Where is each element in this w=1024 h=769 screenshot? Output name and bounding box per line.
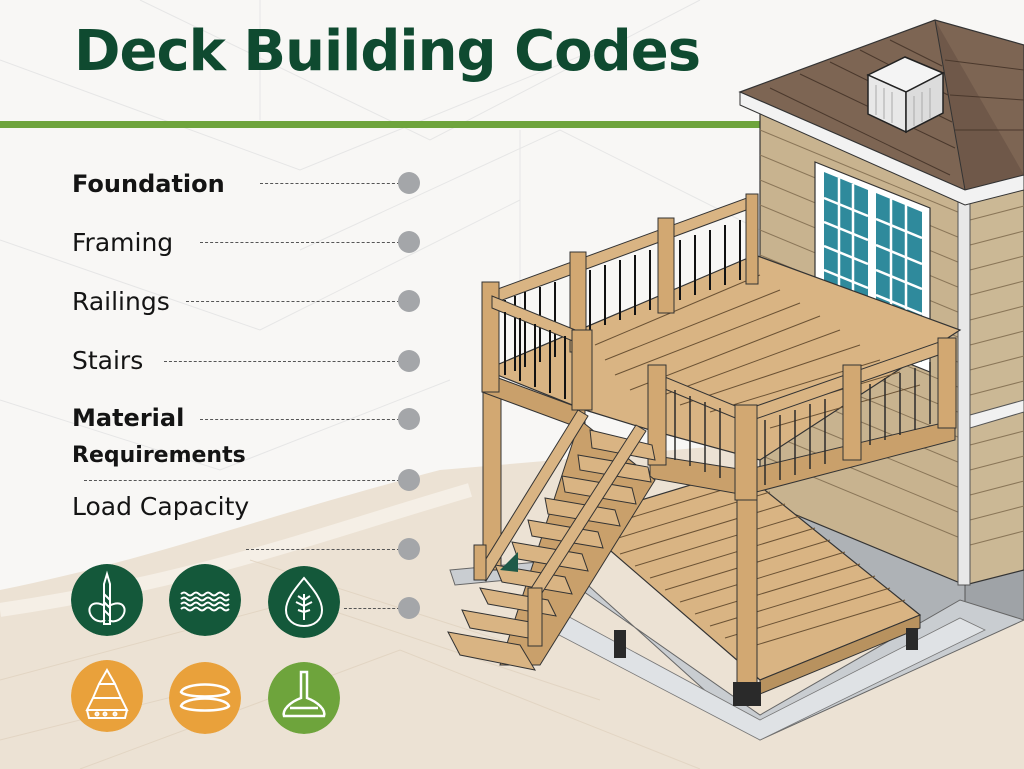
label-stairs: Stairs: [72, 346, 144, 375]
post-base-bracket: [733, 682, 761, 706]
page-title: Deck Building Codes: [74, 19, 701, 84]
label-railings: Railings: [72, 287, 170, 316]
label-requirements: Requirements: [72, 443, 246, 468]
label-material: Material: [72, 404, 185, 432]
post-anchor-icon: [268, 662, 340, 734]
label-framing: Framing: [72, 228, 174, 257]
leader-line-requirements: [84, 480, 400, 481]
leader-line-load-capacity: [246, 549, 400, 550]
callout-dot-stairs[interactable]: [398, 350, 420, 372]
front-railing: [647, 337, 957, 501]
rebar-mesh-icon: [169, 564, 241, 636]
support-post-front: [736, 489, 758, 686]
deck-stairs: [447, 409, 656, 671]
leader-line-foundation: [260, 183, 400, 184]
footing-pier-icon: [71, 564, 143, 636]
leader-line-icon: [344, 608, 400, 609]
title-underline-rule: [0, 121, 760, 128]
callout-dot-framing[interactable]: [398, 231, 420, 253]
upper-side-railing: [491, 295, 593, 411]
callout-dot-requirements[interactable]: [398, 469, 420, 491]
label-load-capacity: Load Capacity: [72, 492, 250, 521]
callout-dot-foundation[interactable]: [398, 172, 420, 194]
corner-trim: [957, 194, 971, 586]
callout-dot-material-requirements[interactable]: [398, 408, 420, 430]
callout-dot-railings[interactable]: [398, 290, 420, 312]
roof-vent: [866, 56, 945, 134]
leader-line-railings: [186, 301, 400, 302]
leader-line-material: [200, 419, 400, 420]
leader-line-framing: [200, 242, 400, 243]
house-side-wall: [964, 179, 1024, 586]
wood-treatment-icon: [268, 566, 340, 638]
gravel-pile-icon: [71, 660, 143, 732]
leader-line-stairs: [164, 361, 400, 362]
callout-dot-load-capacity[interactable]: [398, 538, 420, 560]
fastener-plates-icon: [169, 662, 241, 734]
callout-dot-icons[interactable]: [398, 597, 420, 619]
label-foundation: Foundation: [72, 170, 225, 198]
